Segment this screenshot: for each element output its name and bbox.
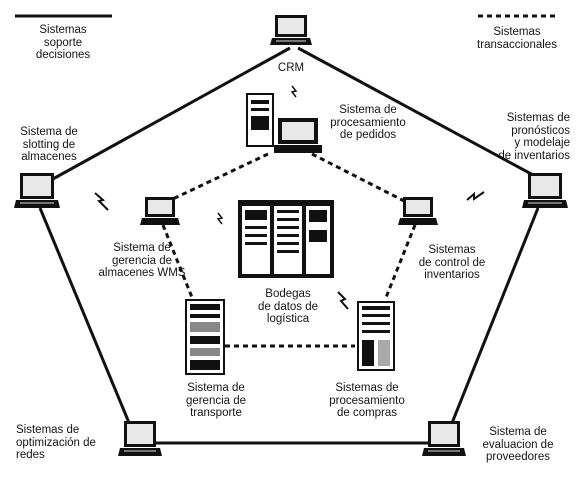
lightning-bolt-icon bbox=[216, 212, 224, 225]
server-tower-icon bbox=[357, 301, 395, 371]
pedidos-label: Sistema de procesamiento de pedidos bbox=[330, 104, 406, 141]
laptop-icon bbox=[140, 197, 180, 225]
crm-label: CRM bbox=[277, 62, 305, 74]
server-rack-icon bbox=[238, 200, 334, 278]
link-slotting-optimizacion bbox=[38, 207, 134, 431]
lightning-bolt-icon bbox=[290, 85, 298, 98]
transporte-label: Sistema de gerencia de transporte bbox=[185, 382, 247, 419]
lightning-bolt-icon bbox=[94, 192, 109, 211]
slotting-label: Sistema de slotting de almacenes bbox=[20, 126, 78, 163]
lightning-bolt-icon bbox=[466, 191, 485, 201]
laptop-icon bbox=[398, 197, 438, 225]
proveedores-label: Sistema de evaluacion de proveedores bbox=[482, 426, 554, 463]
legend-solid-label: Sistemas soporte decisiones bbox=[35, 24, 91, 61]
link-pronosticos-proveedores bbox=[448, 207, 540, 429]
link-pedidos-inventarios bbox=[311, 152, 413, 207]
laptop-icon bbox=[270, 15, 312, 45]
laptop-icon bbox=[422, 421, 466, 456]
wms-label: Sistema de gerencia de almacenes WMS bbox=[98, 242, 186, 279]
link-pedidos-wms bbox=[159, 152, 269, 207]
laptop-icon bbox=[522, 173, 568, 208]
link-wms-transporte bbox=[161, 224, 195, 301]
server-tower-icon bbox=[185, 299, 225, 375]
link-crm-pronosticos bbox=[297, 46, 549, 185]
compras-label: Sistemas de procesamiento de compras bbox=[329, 382, 405, 419]
laptop-icon bbox=[14, 173, 60, 208]
laptop-icon bbox=[118, 421, 162, 456]
link-inventarios-compras bbox=[383, 224, 417, 301]
legend-dashed-label: Sistemas transaccionales bbox=[477, 26, 557, 51]
inventarios-label: Sistemas de control de inventarios bbox=[418, 244, 486, 281]
link-crm-slotting bbox=[41, 46, 291, 187]
lightning-bolt-icon bbox=[337, 291, 349, 310]
desktop-computer-icon bbox=[246, 93, 322, 153]
optimizacion-label: Sistemas de optimización de redes bbox=[16, 424, 96, 461]
pronosticos-label: Sistemas de pronósticos y modelaje de in… bbox=[498, 112, 570, 162]
bodegas-label: Bodegas de datos de logística bbox=[257, 288, 319, 325]
